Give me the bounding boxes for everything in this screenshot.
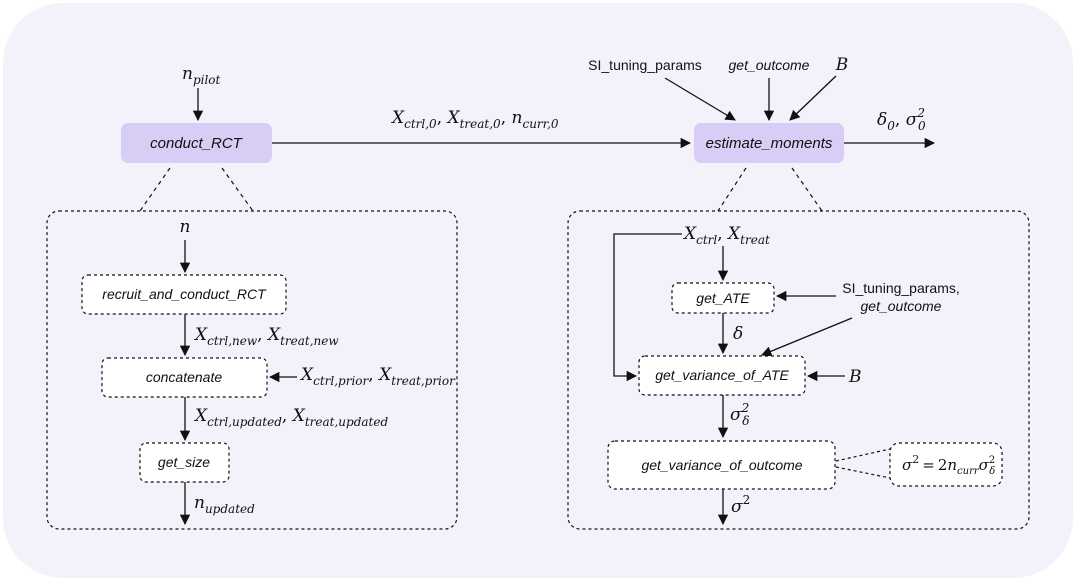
estimate-moments-label: estimate_moments xyxy=(706,135,833,152)
get-size-box xyxy=(139,442,230,483)
delta-label: δ xyxy=(733,324,743,344)
conduct-rct-box xyxy=(121,123,272,163)
get-ate-label: get_ATE xyxy=(696,290,750,306)
recruit-label: recruit_and_conduct_RCT xyxy=(102,286,267,302)
get-variance-outcome-label: get_variance_of_outcome xyxy=(641,457,802,473)
get-variance-ate-label: get_variance_of_ATE xyxy=(655,367,789,383)
bypass-connector xyxy=(613,233,682,382)
right-zoom-line-left xyxy=(717,167,747,212)
left-detail-container xyxy=(46,210,458,530)
right-detail-container xyxy=(567,210,1030,530)
estimate-moments-box xyxy=(694,123,844,163)
recruit-box xyxy=(81,274,287,315)
updated-data-label: Xctrl,updated, Xtreat,updated xyxy=(193,406,388,429)
concatenate-box xyxy=(101,357,268,398)
n-pilot-label: npilot xyxy=(182,64,221,87)
get-ate-box xyxy=(671,282,775,314)
right-zoom-line-right xyxy=(791,167,823,212)
si-tuning-params-input: SI_tuning_params xyxy=(588,57,702,73)
b-arrow xyxy=(789,75,837,121)
left-zoom-line-right xyxy=(221,167,254,212)
conduct-rct-label: conduct_RCT xyxy=(150,135,244,152)
get-variance-ate-box xyxy=(638,355,806,396)
formula-box xyxy=(889,442,1003,487)
b-input: B xyxy=(835,55,849,75)
n-label: n xyxy=(180,217,191,237)
sigma2-label: σ2 xyxy=(731,493,750,517)
get-variance-outcome-box xyxy=(607,440,836,490)
initial-data-label: Xctrl,0, Xtreat,0, ncurr,0 xyxy=(390,108,559,131)
si-params-detail-label: SI_tuning_params, xyxy=(842,280,960,296)
b-detail-label: B xyxy=(848,367,862,387)
new-data-label: Xctrl,new, Xtreat,new xyxy=(193,325,339,348)
prior-data-label: Xctrl,prior, Xtreat,prior xyxy=(299,365,456,388)
si-arrow xyxy=(664,77,736,121)
concatenate-label: concatenate xyxy=(146,369,222,385)
get-outcome-input: get_outcome xyxy=(729,57,810,73)
n-updated-label: nupdated xyxy=(194,493,255,516)
get-outcome-detail-label: get_outcome xyxy=(861,298,942,314)
si-to-variance-arrow xyxy=(761,317,853,357)
control-treat-input-label: Xctrl, Xtreat xyxy=(682,224,770,247)
get-size-label: get_size xyxy=(158,454,210,470)
left-zoom-line-left xyxy=(139,167,171,212)
